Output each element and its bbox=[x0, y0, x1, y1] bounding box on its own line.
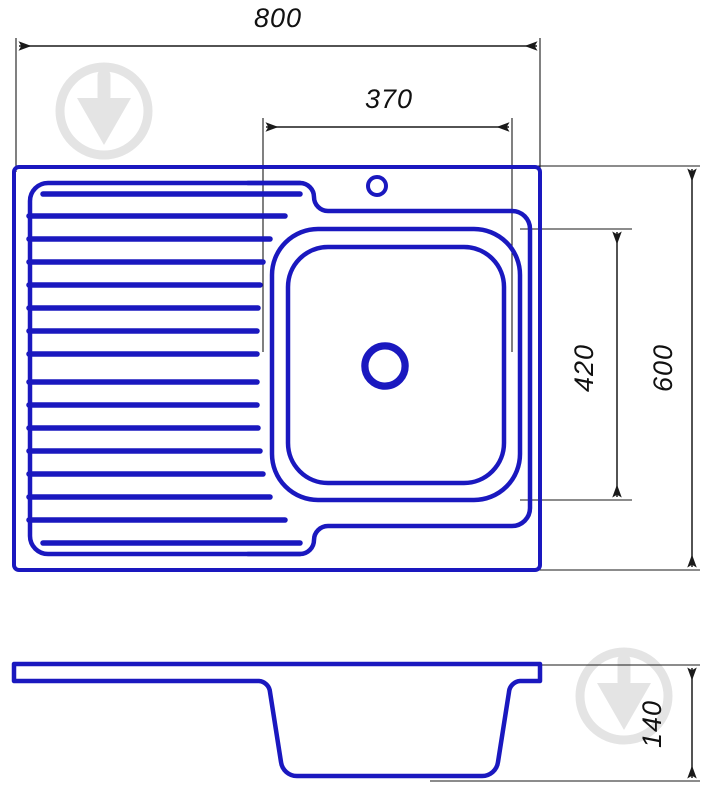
drainboard-outline bbox=[27, 180, 303, 557]
dimension-bowl-width: 370 bbox=[262, 84, 513, 352]
faucet-hole bbox=[366, 175, 388, 197]
dimension-label-600: 600 bbox=[648, 344, 678, 392]
top-view bbox=[12, 165, 542, 572]
dimension-bowl-depth: 420 bbox=[520, 228, 632, 501]
dimension-label-420: 420 bbox=[569, 344, 599, 392]
front-section-view bbox=[11, 661, 543, 779]
bowl-rim-outer bbox=[269, 226, 523, 503]
dimension-overall-depth: 600 bbox=[536, 165, 700, 571]
dimension-label-140: 140 bbox=[637, 700, 667, 748]
dimension-label-370: 370 bbox=[365, 84, 413, 114]
drain-hole bbox=[361, 342, 409, 390]
dimension-bowl-height: 140 bbox=[430, 664, 700, 782]
watermark-top-left bbox=[60, 67, 148, 155]
dimension-overall-width: 800 bbox=[15, 3, 541, 172]
bowl-shelf-outline bbox=[245, 180, 533, 557]
dimension-label-800: 800 bbox=[254, 3, 302, 33]
sink-outer-outline bbox=[12, 165, 542, 572]
bowl-rim-inner bbox=[285, 244, 507, 486]
section-rim-and-basin bbox=[11, 661, 543, 779]
drainboard-ridges bbox=[26, 191, 303, 546]
drain-hole-inner-ring bbox=[366, 347, 404, 385]
